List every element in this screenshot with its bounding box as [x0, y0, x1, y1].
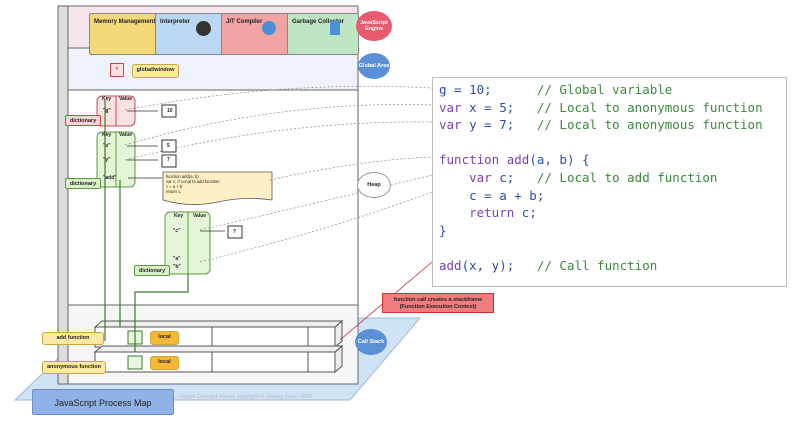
- jit-compiler-box: JIT Compiler: [221, 13, 293, 55]
- code-text: var y = 7;: [439, 117, 537, 133]
- code-text: return c;: [469, 205, 537, 221]
- garbage-collector-label: Garbage Collector: [292, 19, 345, 25]
- interpreter-label: Interpreter: [160, 19, 191, 25]
- dict1-key-g: "g": [103, 108, 111, 114]
- code-text: function add(a, b) {: [439, 152, 590, 168]
- dict2-key-add: "add": [103, 175, 117, 181]
- interpreter-box: Interpreter: [155, 13, 227, 55]
- stackframe-callout: function call creates a stackframe (Func…: [382, 293, 494, 313]
- global-window-label: global/window: [132, 64, 179, 78]
- function-note-shape: [162, 171, 273, 205]
- code-line: return c;: [439, 204, 786, 222]
- code-line: var c; // Local to add function: [439, 169, 786, 187]
- dict3-key-c: "c": [173, 228, 181, 234]
- dict3-key-header: Key: [174, 213, 184, 219]
- code-line: var y = 7; // Local to anonymous functio…: [439, 116, 786, 134]
- function-note-line: function add(a, b): [166, 174, 199, 179]
- process-map-title: JavaScript Process Map: [32, 389, 174, 415]
- call-stack-cloud-label: Call Stack: [357, 339, 385, 345]
- call-stack-cloud: Call Stack: [355, 329, 387, 355]
- memory-management-label: Memory Management: [94, 19, 156, 25]
- global-area-cloud-label: Global Area: [358, 63, 390, 69]
- code-line: [439, 239, 786, 257]
- code-line: c = a + b;: [439, 187, 786, 205]
- code-comment: // Local to anonymous function: [536, 117, 763, 133]
- code-line: function add(a, b) {: [439, 151, 786, 169]
- stack-slot-anonymous: [127, 355, 143, 370]
- code-text: c = a + b;: [439, 187, 545, 203]
- dict1-value-header: Value: [119, 96, 133, 102]
- interpreter-icon: [196, 21, 211, 36]
- code-text: add(x, y);: [439, 257, 537, 273]
- anonymous-function-frame-label: anonymous function: [42, 361, 106, 374]
- dict1-label: dictionary: [65, 115, 101, 126]
- garbage-collector-box: Garbage Collector: [287, 13, 359, 55]
- engine-cloud-label: JavaScript Engine: [360, 20, 388, 32]
- code-text: }: [439, 222, 447, 238]
- gear-icon: [262, 21, 276, 35]
- code-text: var c;: [469, 169, 537, 185]
- code-line: var x = 5; // Local to anonymous functio…: [439, 99, 786, 117]
- dict3-key-a: "a": [173, 256, 181, 262]
- dict3-key-b: "b": [173, 264, 181, 270]
- dict1-key-header: Key: [102, 96, 112, 102]
- dict1-value-g: 10: [167, 108, 173, 114]
- engine-cloud: JavaScript Engine: [356, 11, 392, 41]
- anonymous-local-label: local: [150, 356, 179, 370]
- dict2-value-y: 7: [167, 157, 170, 163]
- link-anon-frame: [134, 274, 189, 352]
- function-note-line: return c;: [166, 189, 182, 194]
- dict3-label: dictionary: [134, 265, 170, 276]
- code-line: g = 10; // Global variable: [439, 81, 786, 99]
- code-line: add(x, y); // Call function: [439, 257, 786, 275]
- add-local-label: local: [150, 331, 179, 345]
- global-area-cloud: Global Area: [358, 53, 390, 79]
- dict2-value-header: Value: [119, 132, 133, 138]
- code-comment: // Local to anonymous function: [536, 99, 763, 115]
- code-line: [439, 134, 786, 152]
- heap-cloud: Heap: [357, 172, 391, 198]
- dict3-value-header: Value: [193, 213, 207, 219]
- dict2-key-y: "y": [103, 157, 111, 163]
- dict2-value-x: 5: [167, 143, 170, 149]
- code-text: var x = 5;: [439, 99, 537, 115]
- function-note: function add(a, b) var c; // Local to ad…: [166, 174, 270, 194]
- copyright-note: Digital Concept Visual, copyright © Sanj…: [180, 394, 312, 400]
- code-comment: // Global variable: [536, 82, 673, 97]
- code-text: g = 10;: [439, 82, 537, 97]
- global-window-icon: *: [110, 63, 124, 77]
- dict2-key-x: "x": [103, 143, 111, 149]
- heap-cloud-label: Heap: [367, 182, 381, 188]
- dict2-key-header: Key: [102, 132, 112, 138]
- dict2-label: dictionary: [65, 178, 101, 189]
- value-cubes: [161, 104, 243, 239]
- function-note-line: c = a + b: [166, 184, 183, 189]
- code-line: }: [439, 222, 786, 240]
- trash-icon: [330, 21, 340, 35]
- add-function-frame-label: add function: [42, 332, 104, 345]
- jit-compiler-label: JIT Compiler: [226, 19, 263, 25]
- function-note-line: var c; // Local to add function: [166, 179, 220, 184]
- dict3-value-c: ?: [233, 229, 237, 235]
- code-comment: // Local to add function: [536, 169, 718, 185]
- memory-management-box: Memory Management: [89, 13, 161, 55]
- code-comment: // Call function: [536, 257, 658, 273]
